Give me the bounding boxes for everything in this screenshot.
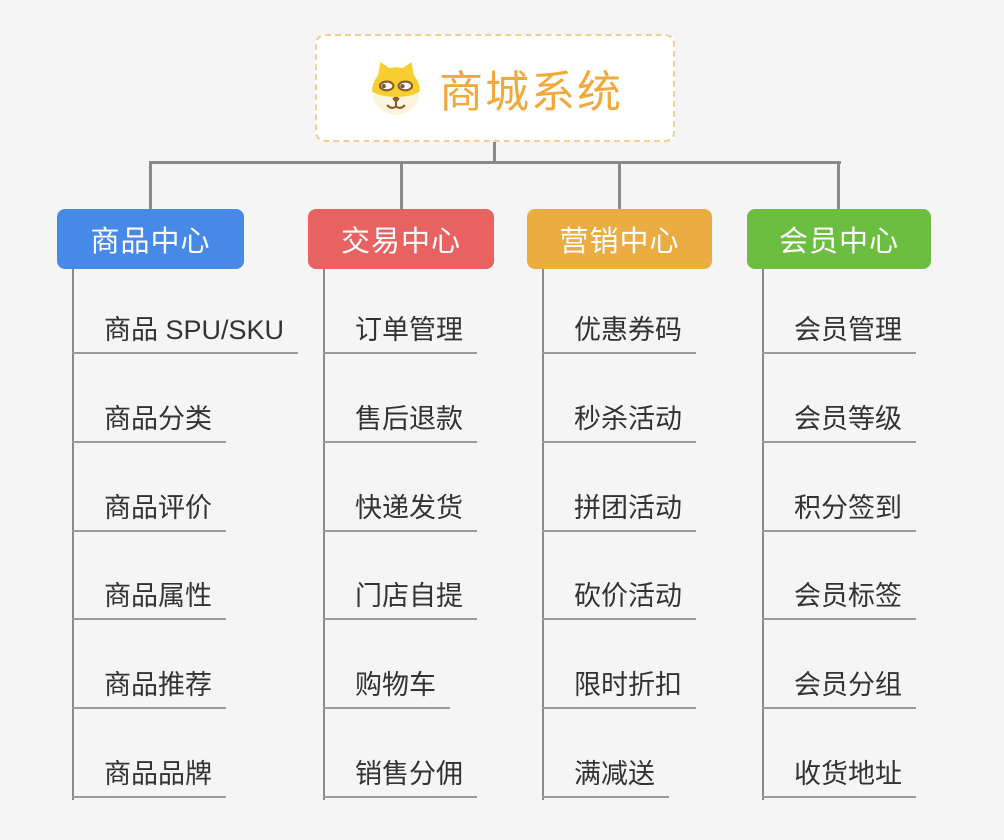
branch-member-center[interactable]: 会员中心	[747, 209, 931, 269]
branch-label: 营销中心	[559, 226, 680, 258]
leaf-node[interactable]: 优惠券码	[542, 312, 696, 354]
leaf-label: 商品 SPU/SKU	[104, 315, 285, 345]
leaf-node[interactable]: 商品评价	[72, 490, 226, 532]
connector-drop	[837, 162, 840, 210]
branch-label: 交易中心	[340, 226, 461, 258]
leaf-node[interactable]: 会员分组	[762, 667, 916, 709]
leaf-node[interactable]: 商品 SPU/SKU	[72, 312, 299, 354]
leaf-label: 砍价活动	[574, 581, 682, 611]
connector-drop	[400, 162, 403, 210]
leaf-node[interactable]: 商品推荐	[72, 667, 226, 709]
connector-trunk	[762, 268, 764, 800]
branch-product-center[interactable]: 商品中心	[57, 209, 244, 269]
leaf-node[interactable]: 售后退款	[323, 401, 477, 443]
dog-face-icon	[372, 62, 420, 115]
branch-marketing-center[interactable]: 营销中心	[527, 209, 712, 269]
connector-horizontal-bar	[149, 161, 841, 164]
leaf-label: 购物车	[355, 670, 436, 700]
leaf-label: 快递发货	[355, 493, 463, 523]
leaf-node[interactable]: 快递发货	[323, 490, 477, 532]
leaf-node[interactable]: 满减送	[542, 756, 669, 798]
connector-trunk	[542, 268, 544, 800]
leaf-label: 限时折扣	[574, 670, 682, 700]
leaf-node[interactable]: 会员标签	[762, 578, 916, 620]
leaf-node[interactable]: 销售分佣	[323, 756, 477, 798]
branch-trade-center[interactable]: 交易中心	[308, 209, 494, 269]
leaf-label: 订单管理	[355, 315, 463, 345]
leaf-node[interactable]: 会员管理	[762, 312, 916, 354]
leaf-node[interactable]: 砍价活动	[542, 578, 696, 620]
root-node[interactable]: 商城系统	[315, 34, 675, 142]
branch-label: 会员中心	[778, 226, 899, 258]
leaf-label: 商品分类	[104, 404, 212, 434]
leaf-node[interactable]: 商品品牌	[72, 756, 226, 798]
branch-label: 商品中心	[90, 226, 211, 258]
leaf-label: 商品品牌	[104, 759, 212, 789]
leaf-label: 会员分组	[794, 670, 902, 700]
leaf-label: 商品属性	[104, 581, 212, 611]
leaf-node[interactable]: 积分签到	[762, 490, 916, 532]
connector-trunk	[323, 268, 325, 800]
connector-drop	[149, 162, 152, 210]
root-node-label: 商城系统	[439, 68, 623, 117]
leaf-label: 秒杀活动	[574, 404, 682, 434]
leaf-label: 会员标签	[794, 581, 902, 611]
leaf-node[interactable]: 门店自提	[323, 578, 477, 620]
leaf-node[interactable]: 收货地址	[762, 756, 916, 798]
connector-root-stem	[493, 141, 496, 163]
leaf-label: 满减送	[574, 759, 655, 789]
leaf-node[interactable]: 秒杀活动	[542, 401, 696, 443]
leaf-node[interactable]: 购物车	[323, 667, 450, 709]
leaf-label: 门店自提	[355, 581, 463, 611]
connector-drop	[618, 162, 621, 210]
leaf-label: 会员管理	[794, 315, 902, 345]
leaf-label: 会员等级	[794, 404, 902, 434]
leaf-node[interactable]: 会员等级	[762, 401, 916, 443]
leaf-node[interactable]: 订单管理	[323, 312, 477, 354]
leaf-label: 优惠券码	[574, 315, 682, 345]
leaf-label: 商品评价	[104, 493, 212, 523]
leaf-label: 收货地址	[794, 759, 902, 789]
leaf-label: 售后退款	[355, 404, 463, 434]
leaf-label: 积分签到	[794, 493, 902, 523]
leaf-node[interactable]: 商品属性	[72, 578, 226, 620]
leaf-label: 拼团活动	[574, 493, 682, 523]
leaf-node[interactable]: 拼团活动	[542, 490, 696, 532]
leaf-node[interactable]: 商品分类	[72, 401, 226, 443]
leaf-label: 商品推荐	[104, 670, 212, 700]
leaf-label: 销售分佣	[355, 759, 463, 789]
connector-trunk	[72, 268, 74, 800]
leaf-node[interactable]: 限时折扣	[542, 667, 696, 709]
